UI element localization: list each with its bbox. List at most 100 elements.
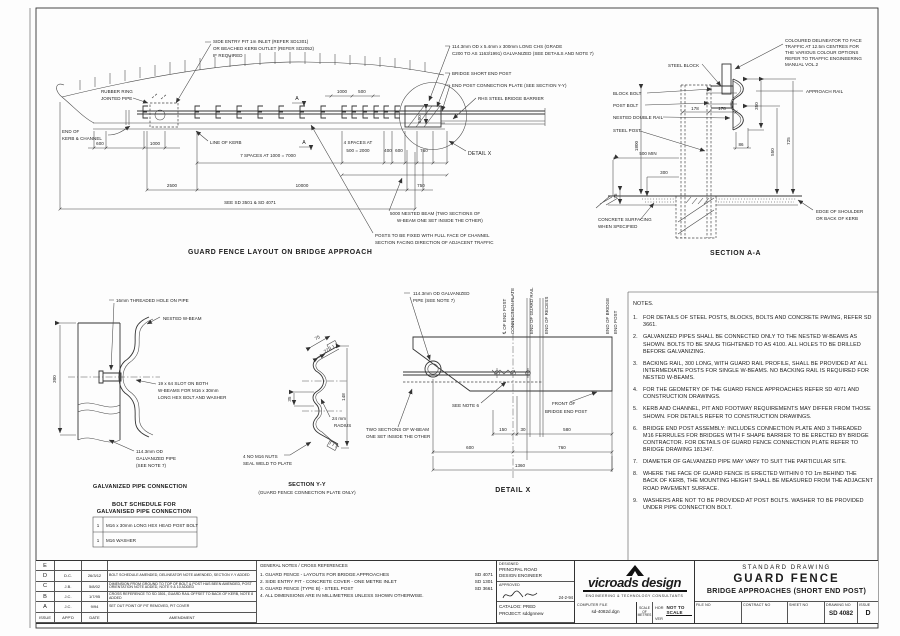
nuts-label-2: SEAL WELD TO PLATE	[243, 461, 292, 466]
layout-view-title: GUARD FENCE LAYOUT ON BRIDGE APPROACH	[188, 249, 372, 256]
designed-cell: DESIGNED PRINCIPAL ROAD DESIGN ENGINEER	[497, 561, 574, 582]
drawing-subtitle: BRIDGE APPROACHES (SHORT END POST)	[706, 587, 867, 595]
revision-amendment	[108, 561, 257, 572]
dim-1800: 1800	[634, 140, 639, 151]
revision-issue: C	[36, 581, 55, 592]
approved-date: 24-2-94	[558, 595, 573, 601]
revision-issue: A	[36, 602, 55, 613]
schedule-qty-1: 1	[97, 523, 100, 528]
pipe-od-label: 114.3mm OD	[136, 449, 164, 454]
dim-500-vertical: 500	[417, 115, 422, 123]
standard-drawing-label: STANDARD DRAWING	[742, 565, 831, 571]
note-3: 3.BACKING RAIL, 300 LONG, WITH GUARD RAI…	[633, 361, 873, 382]
schedule-item-2: M16 WASHER	[106, 538, 137, 543]
dim-300: 300	[660, 170, 668, 175]
revision-header-issue: ISSUE	[36, 612, 55, 623]
section-yy-subtitle: (GUARD FENCE CONNECTION PLATE ONLY)	[258, 490, 356, 495]
note-text: WHERE THE FACE OF GUARD FENCE IS ERECTED…	[643, 471, 873, 492]
designed-line2: DESIGN ENGINEER	[499, 572, 542, 578]
detailx-pipe-label-2: PIPE (SEE NOTE 7)	[413, 298, 455, 303]
end-kerb-label-2: KERB & CHANNEL	[62, 136, 102, 141]
revision-appd: J.C.	[55, 591, 82, 603]
vicroads-logo: vicroads design ENGINEERING & TECHNOLOGY…	[575, 561, 695, 602]
drawing-title-cell: STANDARD DRAWING GUARD FENCE BRIDGE APPR…	[695, 561, 878, 601]
note-8: 8. WHERE THE FACE OF GUARD FENCE IS ERECT…	[633, 471, 873, 492]
edge-of-shoulder-label-2: OR BACK OF KERB	[816, 216, 858, 221]
revision-issue: D	[36, 571, 55, 582]
note-text: FOR DETAILS OF STEEL POSTS, BLOCKS, BOLT…	[643, 315, 872, 329]
revision-issue: E	[36, 561, 55, 572]
radius-label: 24 mm	[332, 416, 346, 421]
dim-4spaces: 4 SPACES AT	[344, 140, 373, 145]
bolt-schedule-title-2: GALVANISED PIPE CONNECTION	[97, 509, 192, 515]
nested-wbeam-label: NESTED W-BEAM	[163, 316, 202, 321]
issue-label: ISSUE	[859, 603, 871, 607]
steel-post-label: STEEL POST	[613, 128, 641, 133]
note-number: 3.	[633, 360, 638, 367]
pipe-connection-title: GALVANIZED PIPE CONNECTION	[93, 484, 187, 490]
section-aa-title: SECTION A-A	[710, 250, 761, 257]
note-text: DIAMETER OF GALVANIZED PIPE MAY VARY TO …	[643, 459, 847, 466]
drawing-no-value: SD 4082	[828, 610, 854, 617]
two-sections-label-2: ONE SET INSIDE THE OTHER	[366, 434, 431, 439]
threaded-hole-label: 16mm THREADED HOLE ON PIPE	[116, 298, 189, 303]
designed-value: PRINCIPAL ROAD DESIGN ENGINEER	[499, 567, 572, 578]
note-2: 2. GALVANIZED PIPES SHALL BE CONNECTED ON…	[633, 334, 873, 355]
drawing-no-cell: DRAWING NO SD 4082	[825, 602, 858, 623]
revision-table: E D D.C. 26/3/12 BOLT SCHEDULE AMENDED, …	[36, 561, 257, 623]
note-number: 4.	[633, 387, 638, 394]
section-yy-view: 75 27 35 148 24 mm RADIUS 4 NO M16 NUTS …	[243, 334, 356, 495]
rubber-ring-label-2: JOINTED PIPE	[101, 96, 132, 101]
pipe-od-label-3: (SEE NOTE 7)	[136, 463, 167, 468]
section-marker-a-bottom: A	[302, 140, 306, 146]
revision-date: 26/3/12	[82, 571, 108, 582]
dim-4spaces-2: 500 = 2000	[346, 148, 370, 153]
delineator-callout-3: THE VARIOUS COLOUR OPTIONS	[785, 50, 858, 55]
see-note-6-label: SEE NOTE 6	[452, 403, 479, 408]
dim-725: 725	[786, 137, 791, 145]
note-5: 5.KERB AND CHANNEL, PIT AND FOOTWAY REQU…	[633, 406, 873, 420]
note-1: 1.FOR DETAILS OF STEEL POSTS, BLOCKS, BO…	[633, 315, 873, 329]
dim-550: 550	[770, 148, 775, 156]
dim-500min: 500 MIN	[639, 151, 656, 156]
vicroads-logo-text: vicroads design	[588, 575, 681, 591]
nested-beam-callout: 5000 NESTED BEAM (TWO SECTIONS OF	[390, 211, 480, 216]
note-number: 8.	[633, 471, 638, 478]
note-number: 5.	[633, 406, 638, 413]
general-note-text: 3. GUARD FENCE (TYPE B) - STEEL POST	[260, 585, 354, 591]
dim-1000: 1000	[337, 89, 348, 94]
note-text: GALVANIZED PIPES SHALL BE CONNECTED ONLY…	[643, 334, 861, 355]
scale-word-metres: METRES	[637, 613, 652, 618]
dim-7spaces: 7 SPACES AT 1000 = 7000	[240, 153, 296, 158]
edge-of-shoulder-label: EDGE OF SHOULDER	[816, 209, 864, 214]
end-recess-label: END OF RECESS	[544, 297, 549, 334]
delineator-callout: COLOURED DELINEATOR TO FACE	[785, 38, 862, 43]
sheet-no-label: SHEET NO	[789, 603, 809, 607]
designed-label: DESIGNED	[499, 562, 519, 566]
concrete-surfacing-label: CONCRETE SURFACING	[598, 217, 652, 222]
vicroads-logo-icon	[625, 565, 644, 577]
block-bolt-label: BLOCK BOLT	[613, 91, 642, 96]
dim-27-yy: 27	[323, 347, 330, 354]
dim-350: 350	[754, 102, 759, 110]
note-text: WASHERS ARE NOT TO BE PROVIDED AT POST B…	[643, 497, 864, 511]
posts-fixed-callout: POSTS TO BE FIXED WITH FULL FACE OF CHAN…	[375, 233, 490, 238]
revision-date: 9/94	[82, 602, 108, 613]
general-note-row: 1. GUARD FENCE - LAYOUTS FOR BRIDGE APPR…	[260, 571, 493, 578]
end-post-plate-label: END POST CONNECTION PLATE (SEE SECTION Y…	[452, 83, 567, 88]
note-number: 2.	[633, 334, 638, 341]
contract-no-cell: CONTRACT NO	[742, 602, 788, 623]
end-kerb-label: END OF	[62, 129, 80, 134]
revision-appd: J.C.	[55, 602, 82, 613]
revision-appd: J.B.	[55, 581, 82, 592]
concrete-surfacing-label-2: WHEN SPECIFIED	[598, 224, 638, 229]
designed-block: DESIGNED PRINCIPAL ROAD DESIGN ENGINEER …	[497, 561, 575, 623]
delineator-callout-5: MANUAL VOL.2	[785, 62, 819, 67]
chs-callout-2: C200 TO AS 1163/1991) GALVANIZED (SEE DE…	[452, 51, 594, 56]
front-of-label: FRONT OF	[552, 401, 576, 406]
detailx-pipe-label: 114.3mm OD GALVANIZED	[413, 291, 470, 296]
drawing-title: GUARD FENCE	[733, 573, 840, 585]
general-note-text: 2. SIDE ENTRY PIT - CONCRETE COVER - ONE…	[260, 578, 397, 584]
note-6: 6.BRIDGE END POST ASSEMBLY: INCLUDES CON…	[633, 426, 873, 455]
note-text: BRIDGE END POST ASSEMBLY: INCLUDES CONNE…	[643, 425, 869, 453]
